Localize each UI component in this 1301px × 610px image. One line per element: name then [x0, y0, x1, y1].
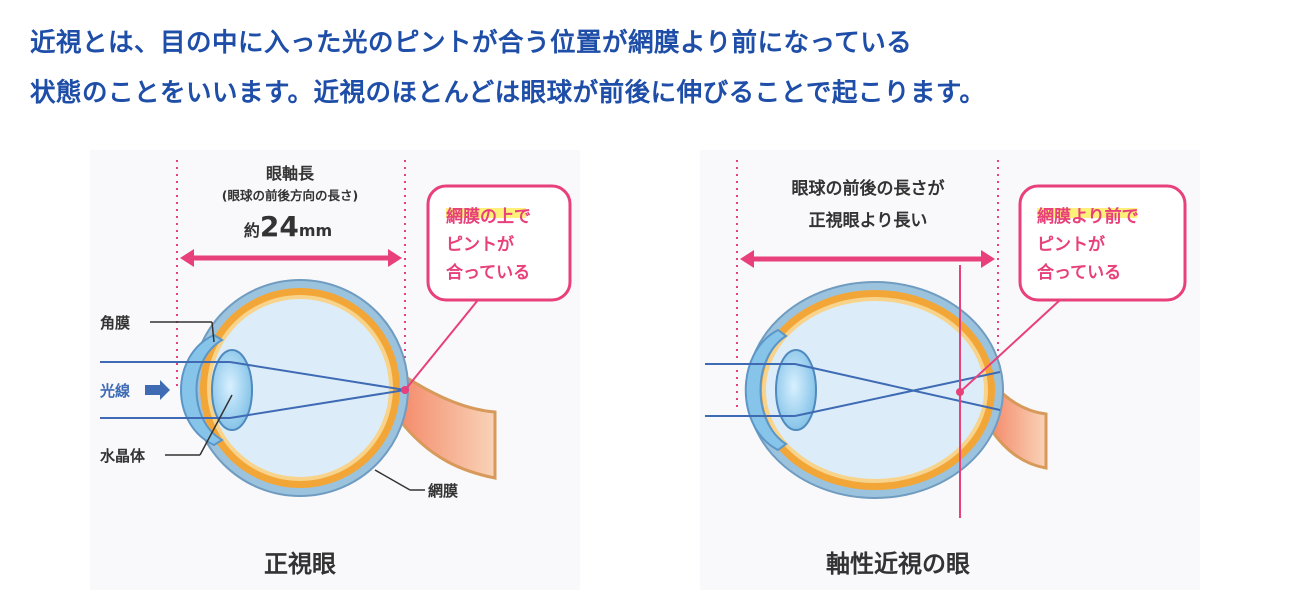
axial-length-sub: (眼球の前後方向の長さ)	[222, 188, 358, 203]
myopic-callout-line1: 網膜より前で	[1037, 206, 1139, 227]
myopic-callout-highlight	[1037, 208, 1137, 218]
normal-callout-line1: 網膜の上で	[446, 206, 531, 227]
myopic-arrowhead-right	[981, 250, 995, 268]
approx-value: 24	[260, 210, 299, 243]
lens-label: 水晶体	[100, 447, 146, 465]
myopic-callout-highlight-text: 網膜より前	[1037, 206, 1122, 227]
cornea-leader-2	[211, 321, 215, 343]
myopic-arrowhead-left	[740, 250, 754, 268]
normal-eye-caption: 正視眼	[264, 550, 336, 578]
heading-line-1: 近視とは、目の中に入った光のピントが合う位置が網膜より前になっている	[30, 28, 913, 58]
normal-arrowhead-right	[388, 249, 402, 267]
light-label: 光線	[99, 382, 130, 400]
normal-callout-line1-rest: で	[514, 207, 531, 227]
myopic-callout-connector	[959, 299, 1061, 393]
myopic-length-line1: 眼球の前後の長さが	[792, 178, 945, 199]
normal-arrowhead-left	[180, 249, 194, 267]
myopic-length-line2: 正視眼より長い	[809, 210, 928, 231]
normal-ray-top-focus	[229, 361, 406, 391]
myopic-eye-diagram: 眼球の前後の長さが 正視眼より長い 網膜より前で ピントが 合っている 軸性近視…	[705, 160, 1187, 578]
approx-unit: mm	[299, 221, 332, 240]
retina-leader	[374, 469, 411, 491]
light-arrow-icon	[145, 380, 170, 400]
normal-eye-diagram: 眼軸長 (眼球の前後方向の長さ) 約24mm 角膜 光線 水晶体 網膜 網膜の上…	[99, 160, 572, 578]
myopic-optic-nerve	[988, 375, 1048, 470]
normal-optic-nerve	[396, 369, 497, 480]
retina-label: 網膜	[428, 482, 458, 500]
myopic-vitreous	[766, 301, 984, 479]
myopic-callout-line3: 合っている	[1037, 262, 1121, 283]
myopic-ray-bottom-cross	[794, 371, 1001, 417]
approx-prefix: 約	[244, 221, 260, 240]
axial-length-label: 眼軸長	[266, 164, 315, 183]
myopic-eye-caption: 軸性近視の眼	[826, 550, 970, 578]
normal-callout-line2: ピントが	[446, 234, 514, 255]
approx-length: 約24mm	[244, 210, 332, 243]
myopic-ray-top-cross	[794, 363, 1001, 411]
heading: 近視とは、目の中に入った光のピントが合う位置が網膜より前になっている 状態のこと…	[30, 18, 1290, 118]
normal-lens	[211, 349, 253, 431]
lens-leader-2	[199, 394, 233, 456]
myopic-lens	[775, 349, 817, 431]
normal-callout-highlight-text: 網膜の上	[446, 206, 514, 227]
normal-vitreous	[211, 299, 389, 477]
cornea-label: 角膜	[100, 314, 130, 332]
normal-ray-bottom-focus	[229, 389, 406, 419]
normal-callout-highlight	[446, 208, 526, 218]
myopic-callout-line1-rest: で	[1122, 207, 1139, 227]
myopic-callout-line2: ピントが	[1037, 234, 1105, 255]
heading-line-2: 状態のことをいいます。近視のほとんどは眼球が前後に伸びることで起こります。	[30, 78, 986, 108]
normal-callout-connector	[404, 299, 479, 391]
normal-callout-line3: 合っている	[446, 262, 530, 283]
